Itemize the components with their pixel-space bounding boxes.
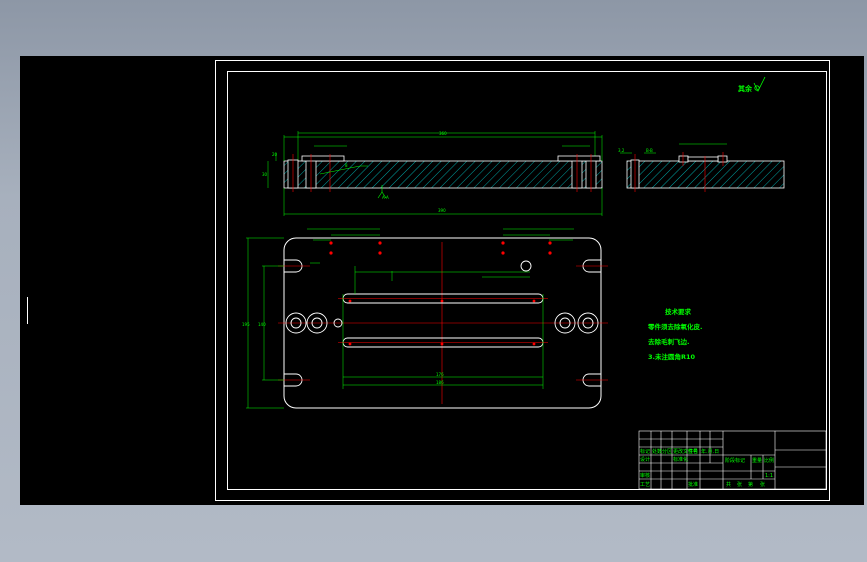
tech-req-line-1: 零件须去除氧化皮. (647, 322, 702, 331)
tb-sheet-unit-label-2: 张 (760, 481, 765, 488)
tb-sheet-index-label: 第 (748, 481, 753, 488)
tb-label-scale: 比例 (764, 457, 774, 464)
front-section-view (267, 131, 603, 216)
sheet-outer-border (215, 60, 830, 501)
plan-view (246, 228, 608, 409)
dim-slot-length: 176 (436, 372, 444, 377)
tb-label-date: 年.月.日 (701, 448, 719, 455)
tb-label-zone: 分区 (662, 448, 672, 455)
tb-sheet-total-label: 共 (726, 481, 731, 488)
surface-finish-label: 其余 (738, 84, 753, 93)
text-cursor (27, 297, 28, 324)
tb-label-approve: 批准 (688, 481, 698, 488)
dim-overall-width: 390 (438, 208, 446, 213)
tech-req-line-3: 3.未注圆角R10 (648, 352, 696, 361)
sheet-inner-border (227, 71, 827, 490)
dim-slot-length-2: 186 (436, 380, 444, 385)
dim-inner-height: 140 (258, 322, 266, 327)
tb-label-design: 设计 (640, 456, 650, 463)
dim-side-roughness: 3.2 (618, 148, 625, 153)
section-mark-right: B-B (646, 148, 653, 153)
drawing-canvas[interactable]: 其余 (20, 56, 864, 505)
tech-req-line-2: 去除毛刺飞边. (648, 337, 689, 346)
dim-top-span: 360 (439, 131, 447, 136)
dim-slot: 8 (345, 163, 348, 168)
section-mark-left: A-A (382, 195, 389, 200)
tb-sheet-unit-label: 张 (737, 481, 742, 488)
tb-scale-value: 1:1 (765, 473, 773, 479)
surface-finish-check-icon (753, 76, 766, 92)
tb-label-mark: 标记 (640, 448, 650, 455)
tb-label-weight: 重量 (752, 457, 762, 464)
tech-req-title: 技术要求 (665, 307, 692, 316)
tb-label-signature: 签名 (688, 448, 698, 455)
side-section-view (620, 143, 785, 192)
tb-label-change-doc: 更改文件号 (673, 448, 698, 455)
tb-label-standard: 标准化 (673, 456, 688, 463)
tech-requirements: 技术要求 零件须去除氧化皮. 去除毛刺飞边. 3.未注圆角R10 (647, 307, 702, 361)
tb-label-process: 工艺 (640, 482, 650, 488)
dim-plate-height: 195 (242, 322, 250, 327)
cad-model-viewport[interactable]: 其余 (20, 56, 864, 505)
tb-label-review: 审核 (640, 472, 650, 479)
tb-label-stage: 阶段标记 (725, 457, 745, 464)
title-block (638, 430, 827, 490)
dim-height-small: 20 (272, 152, 278, 157)
tb-label-count: 处数 (652, 448, 662, 455)
dim-thickness: 30 (262, 172, 268, 177)
